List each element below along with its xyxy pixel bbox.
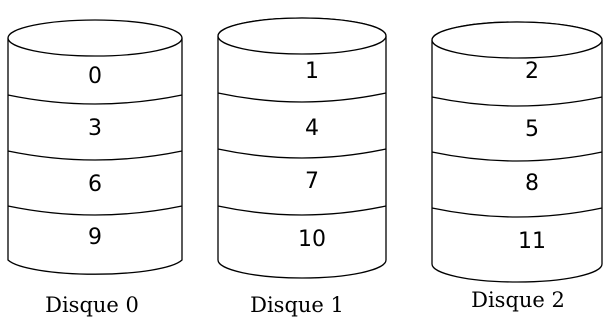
disk-1-block-0: 1 bbox=[305, 59, 319, 84]
disk-0-divider bbox=[7, 94, 183, 105]
disk-2-divider bbox=[431, 151, 603, 162]
disk-2-block-0: 2 bbox=[525, 59, 539, 84]
disk-2-block-1: 5 bbox=[525, 117, 539, 142]
disk-0-top bbox=[7, 19, 183, 57]
disk-1-block-3: 10 bbox=[298, 227, 326, 252]
disk-0-divider bbox=[7, 150, 183, 161]
disk-1: 1 4 7 10 Disque 1 bbox=[217, 17, 387, 317]
disk-0-block-0: 0 bbox=[88, 64, 102, 89]
disk-2-block-2: 8 bbox=[525, 171, 539, 196]
disk-2-divider bbox=[431, 207, 603, 218]
disk-1-label: Disque 1 bbox=[250, 293, 344, 317]
disk-2-divider bbox=[431, 96, 603, 107]
disk-2: 2 5 8 11 Disque 2 bbox=[431, 21, 603, 312]
disk-2-body bbox=[431, 21, 603, 283]
disk-1-top bbox=[217, 17, 387, 55]
disk-0-block-1: 3 bbox=[88, 116, 102, 141]
disk-1-block-2: 7 bbox=[305, 169, 319, 194]
disk-1-divider bbox=[217, 205, 387, 216]
disk-0-block-3: 9 bbox=[88, 225, 102, 250]
disk-0-label: Disque 0 bbox=[45, 293, 139, 317]
disk-1-divider bbox=[217, 92, 387, 103]
disk-1-divider bbox=[217, 148, 387, 159]
disk-0-divider bbox=[7, 205, 183, 216]
disk-2-label: Disque 2 bbox=[471, 288, 565, 312]
disk-2-top bbox=[431, 21, 603, 59]
disk-0: 0 3 6 9 Disque 0 bbox=[7, 19, 183, 317]
disk-1-block-1: 4 bbox=[305, 116, 319, 141]
disk-2-block-3: 11 bbox=[518, 229, 546, 254]
disk-0-block-2: 6 bbox=[88, 172, 102, 197]
